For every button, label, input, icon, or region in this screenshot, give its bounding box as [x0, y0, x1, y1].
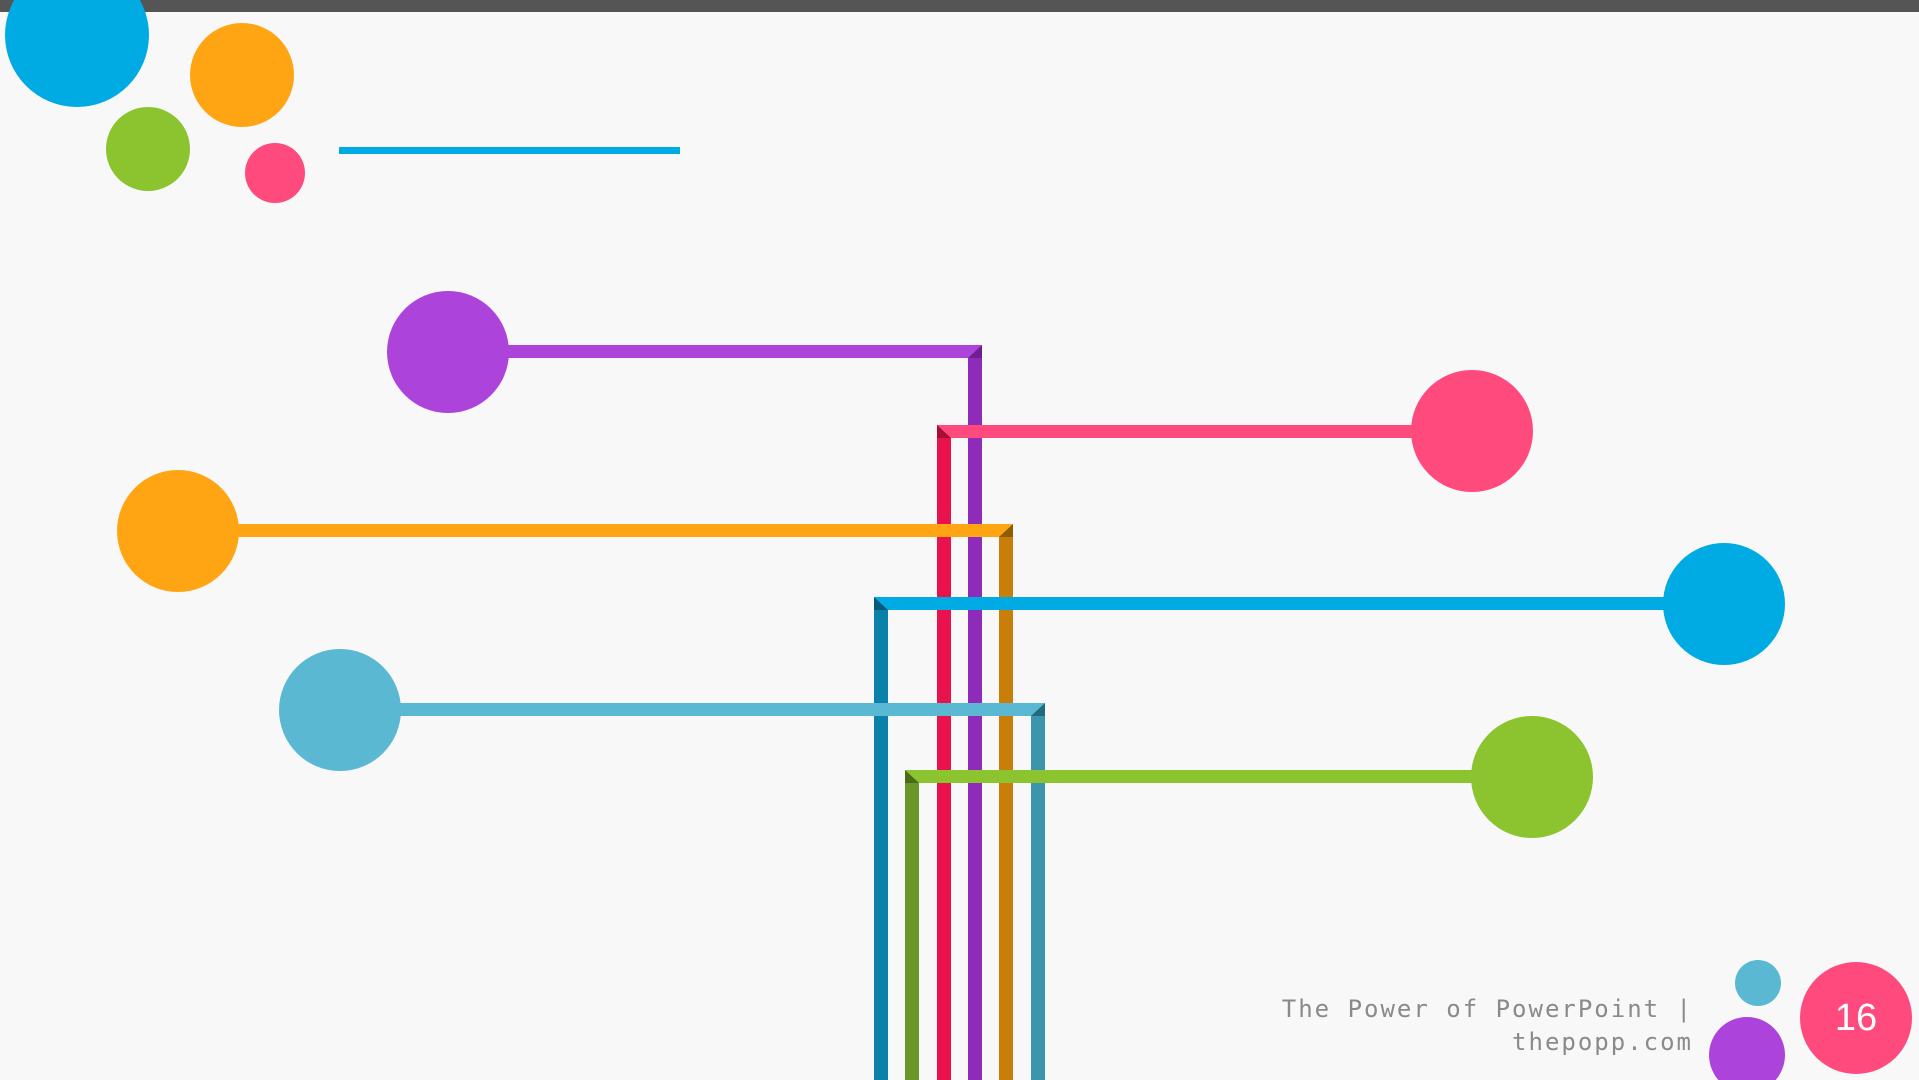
header-dot-orange [190, 23, 294, 127]
vertical-line-orange [999, 524, 1013, 1080]
corner-blue [874, 597, 888, 610]
horizontal-line-blue [874, 597, 1724, 610]
corner-orange [999, 524, 1013, 537]
title-underline [339, 147, 680, 154]
horizontal-line-orange [178, 524, 1013, 537]
horizontal-line-green [905, 770, 1532, 783]
footer-website: thepopp.com [1512, 1028, 1693, 1056]
footer-text: The Power of PowerPoint | thepopp.com [1282, 993, 1693, 1059]
footer-brand: The Power of PowerPoint | [1281, 995, 1693, 1023]
horizontal-line-light-blue [340, 703, 1045, 716]
horizontal-lines [178, 345, 1724, 783]
endpoint-circle-light-blue [279, 649, 401, 771]
header-dot-pink [245, 143, 305, 203]
corner-light-blue [1031, 703, 1045, 716]
endpoint-circle-green [1471, 716, 1593, 838]
endpoint-circle-blue [1663, 543, 1785, 665]
endpoint-circles [117, 291, 1785, 838]
endpoint-circle-pink [1411, 370, 1533, 492]
page-number-badge: 16 [1800, 962, 1912, 1074]
vertical-line-blue [874, 597, 888, 1080]
endpoint-circle-purple [387, 291, 509, 413]
header-dot-green [106, 107, 190, 191]
top-bar [0, 0, 1919, 12]
corner-purple [968, 345, 982, 358]
corner-green [905, 770, 919, 783]
horizontal-line-pink [937, 425, 1472, 438]
vertical-line-green [905, 770, 919, 1080]
vertical-line-pink [937, 425, 951, 1080]
endpoint-circle-orange [117, 470, 239, 592]
horizontal-line-purple [448, 345, 982, 358]
header-dot-blue [5, 0, 149, 107]
corner-pink [937, 425, 951, 438]
footer-dot-purple [1709, 1017, 1785, 1080]
footer-dot-light-blue [1735, 960, 1781, 1006]
vertical-line-light-blue [1031, 703, 1045, 1080]
